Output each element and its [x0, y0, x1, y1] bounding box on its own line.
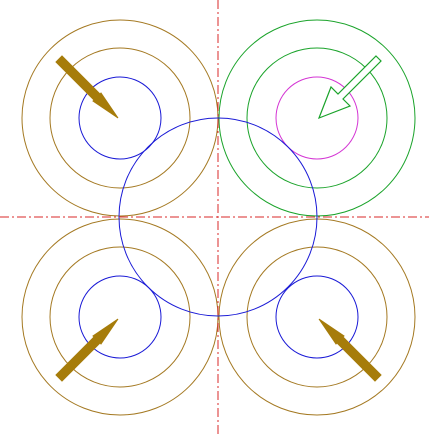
outer-ring [21, 19, 219, 217]
arrow-down-right-icon [55, 55, 119, 119]
middle-ring [49, 246, 191, 388]
middle-ring [246, 47, 388, 189]
inner-ring [78, 275, 162, 359]
middle-ring [246, 246, 388, 388]
outer-ring [21, 218, 219, 416]
arrow-down-left-hollow-icon [317, 55, 382, 120]
outer-ring [218, 218, 416, 416]
inner-ring [275, 275, 359, 359]
middle-ring [49, 47, 191, 189]
quadrant-top-left [21, 19, 219, 217]
arrow-up-right-icon [55, 318, 119, 382]
inner-ring [275, 76, 359, 160]
outer-ring [218, 19, 416, 217]
inner-ring [78, 76, 162, 160]
quadrant-top-right [218, 19, 416, 217]
quadrant-bottom-left [21, 218, 219, 416]
quadrant-bottom-right [218, 218, 416, 416]
arrow-up-left-icon [318, 318, 382, 382]
